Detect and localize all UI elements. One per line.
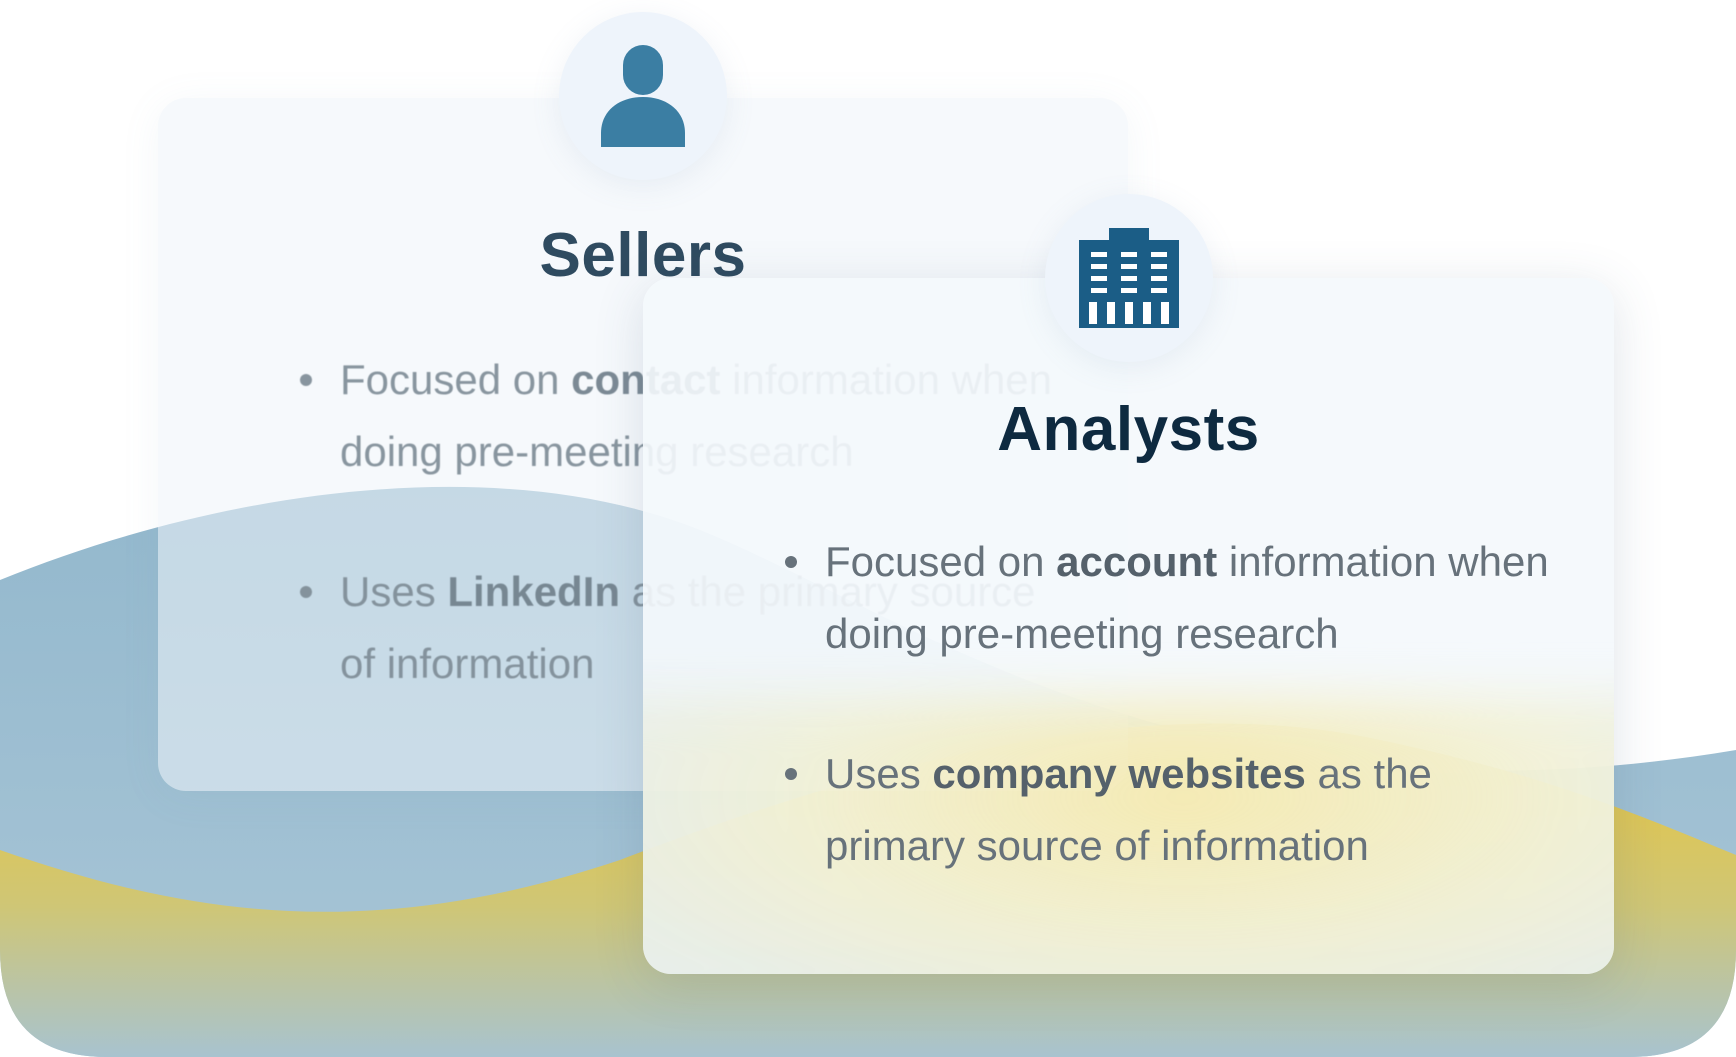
analysts-point-2: Uses company websites as the primary sou…: [781, 738, 1581, 882]
sellers-icon-bubble: [559, 12, 727, 180]
building-icon: [1079, 228, 1179, 328]
analysts-card: Analysts Focused on account information …: [643, 278, 1614, 974]
person-icon: [601, 45, 685, 147]
analysts-point-1: Focused on account information when doin…: [781, 526, 1581, 670]
analysts-icon-bubble: [1045, 194, 1213, 362]
analysts-points: Focused on account information when doin…: [781, 526, 1581, 950]
analysts-title: Analysts: [997, 395, 1260, 464]
